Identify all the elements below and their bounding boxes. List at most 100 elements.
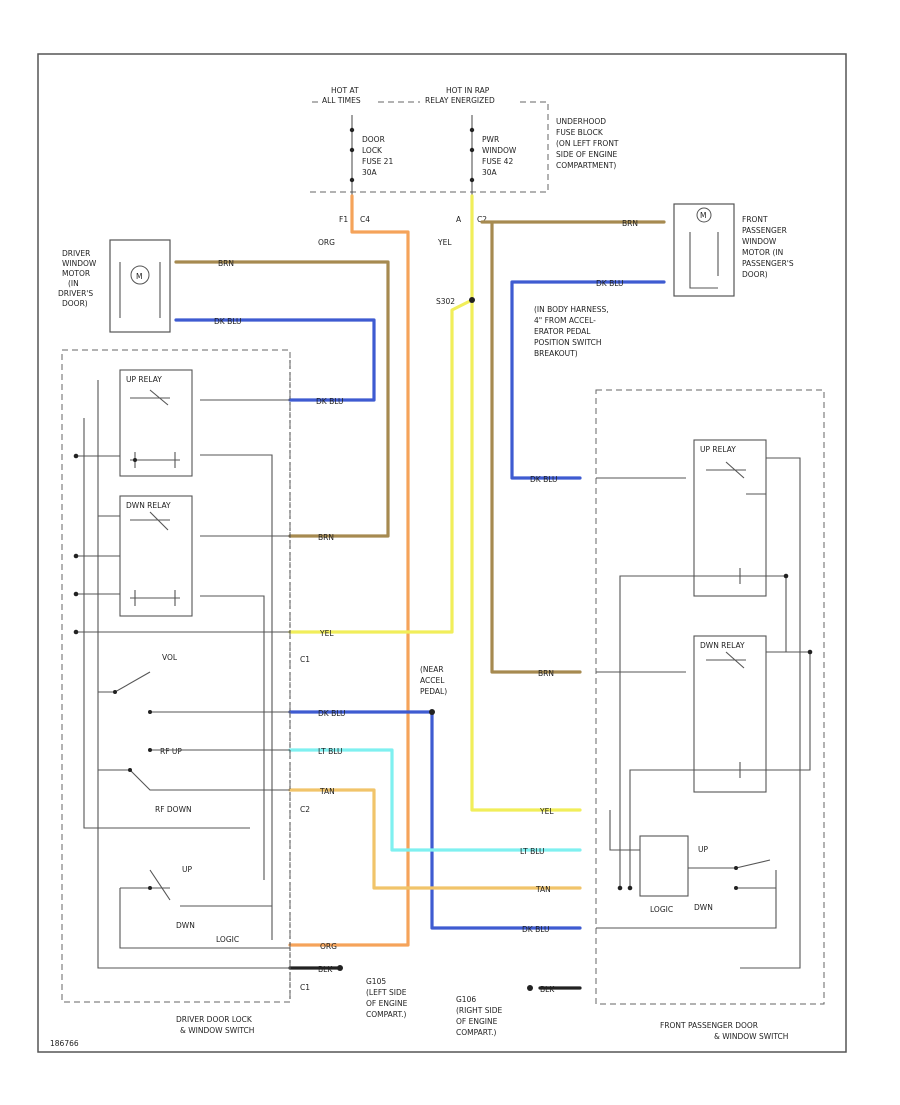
driver-conn-c2: C2 <box>300 805 310 814</box>
fuse-21-mid-dot <box>349 147 355 153</box>
diagram-frame <box>37 53 847 1053</box>
pass-up-relay-label: UP RELAY <box>700 445 736 454</box>
door-lock-fuse-line2: LOCK <box>362 146 383 155</box>
fuse-42-top-dot <box>469 127 475 133</box>
lbl-dkblu-2: DK BLU <box>316 397 344 406</box>
driver-switch-outline <box>61 349 291 1003</box>
pass-bus-dot-3 <box>617 885 623 891</box>
passenger-motor-internal <box>689 232 719 289</box>
splice-s302: S302 <box>436 297 455 306</box>
connector-a: A <box>456 215 462 224</box>
pass-up-relay-box <box>693 439 767 597</box>
driver-motor-label-4: (IN <box>68 279 79 288</box>
pass-dwn-label: DWN <box>694 903 713 912</box>
pass-motor-label-4: MOTOR (IN <box>742 248 783 257</box>
g105-line1: G105 <box>366 977 386 986</box>
hot-at-all-times-line2: ALL TIMES <box>322 96 361 105</box>
pass-updn-switch <box>596 859 777 929</box>
passenger-motor-symbol <box>696 207 712 223</box>
lbl-blk-1: BLK <box>318 965 333 974</box>
fuse-42-bottom-dot <box>469 177 475 183</box>
pass-updn-dot-2 <box>734 886 738 890</box>
door-lock-fuse-line4: 30A <box>362 168 378 177</box>
wire-label-yel-top: YEL <box>437 238 452 247</box>
pass-updn-dot-1 <box>734 866 738 870</box>
lbl-dkblu-5: DK BLU <box>530 475 558 484</box>
wire-brn-driver <box>174 260 390 538</box>
passenger-switch-outline <box>595 389 825 1005</box>
driver-updn-switch <box>119 869 290 949</box>
pass-bus-dot-4 <box>627 885 633 891</box>
lbl-blk-2: BLK <box>540 985 555 994</box>
pass-motor-label-2: PASSENGER <box>742 226 787 235</box>
driver-rf-up-dot <box>148 748 152 752</box>
driver-vol-label: VOL <box>162 653 178 662</box>
fuse-21-top-dot <box>349 127 355 133</box>
pass-dn-relay-label: DWN RELAY <box>700 641 745 650</box>
passenger-motor-box <box>673 203 735 297</box>
driver-switch-label-1: DRIVER DOOR LOCK <box>176 1015 253 1024</box>
underhood-label-line2: FUSE BLOCK <box>556 128 604 137</box>
door-lock-fuse-line3: FUSE 21 <box>362 157 393 166</box>
driver-logic-label: LOGIC <box>216 935 239 944</box>
pwr-window-fuse-line1: PWR <box>482 135 499 144</box>
footer-code: 186766 <box>50 1039 79 1048</box>
pass-switch-label-2: & WINDOW SWITCH <box>714 1032 788 1041</box>
lbl-yel-1: YEL <box>319 629 334 638</box>
underhood-label-line3: (ON LEFT FRONT <box>556 139 619 148</box>
pass-up-relay-contacts <box>596 457 801 969</box>
driver-dn-relay-contacts <box>130 511 290 880</box>
door-lock-fuse-line1: DOOR <box>362 135 385 144</box>
driver-motor-label-2: WINDOW <box>62 259 97 268</box>
pwr-window-fuse-line2: WINDOW <box>482 146 517 155</box>
pass-switch-label-1: FRONT PASSENGER DOOR <box>660 1021 758 1030</box>
connector-f1: F1 <box>339 215 348 224</box>
lbl-org-1: ORG <box>320 942 337 951</box>
near-accel-2: ACCEL <box>420 676 445 685</box>
g105-dot <box>337 965 343 971</box>
wire-label-org-top: ORG <box>318 238 335 247</box>
lbl-ltblu-2: LT BLU <box>520 847 545 856</box>
passenger-motor-m: M <box>700 211 706 220</box>
connector-c2-top: C2 <box>477 215 487 224</box>
wire-ltblu <box>288 748 582 852</box>
fuse-block-outline <box>310 101 549 193</box>
underhood-label-line4: SIDE OF ENGINE <box>556 150 617 159</box>
fuse-42-mid-dot <box>469 147 475 153</box>
splice-s302-dot <box>469 297 475 303</box>
lbl-brn-2: BRN <box>318 533 334 542</box>
driver-conn-c1-top: C1 <box>300 655 310 664</box>
driver-vol-dot <box>113 690 117 694</box>
pwr-window-fuse-line3: FUSE 42 <box>482 157 513 166</box>
driver-motor-label-3: MOTOR <box>62 269 90 278</box>
driver-motor-symbol <box>130 265 150 285</box>
driver-motor-label-1: DRIVER <box>62 249 90 258</box>
lbl-brn-1: BRN <box>218 259 234 268</box>
lbl-yel-2: YEL <box>539 807 554 816</box>
driver-rf-up-label: RF UP <box>160 747 182 756</box>
pass-right-bus <box>609 575 811 888</box>
lbl-ltblu-1: LT BLU <box>318 747 343 756</box>
g106-dot <box>527 985 533 991</box>
driver-bus-dot-4 <box>73 629 79 635</box>
wire-brn-pass <box>480 220 666 674</box>
g106-line3: OF ENGINE <box>456 1017 498 1026</box>
g105-line4: COMPART.) <box>366 1010 407 1019</box>
driver-motor-m: M <box>136 272 142 281</box>
body-harness-note-1: (IN BODY HARNESS, <box>534 305 609 314</box>
connector-c4: C4 <box>360 215 370 224</box>
pass-motor-label-3: WINDOW <box>742 237 777 246</box>
g106-line4: COMPART.) <box>456 1028 497 1037</box>
driver-motor-label-5: DRIVER'S <box>58 289 93 298</box>
pass-bus-dot-2 <box>807 649 813 655</box>
pass-up-label: UP <box>698 845 708 854</box>
driver-motor-internal <box>119 262 161 318</box>
driver-conn-c1-bottom: C1 <box>300 983 310 992</box>
driver-bus-dot-3 <box>73 591 79 597</box>
hot-in-rap-line1: HOT IN RAP <box>446 86 490 95</box>
wire-yel-main <box>288 194 582 812</box>
hot-at-all-times-line1: HOT AT <box>331 86 359 95</box>
pass-logic-box <box>639 835 689 897</box>
